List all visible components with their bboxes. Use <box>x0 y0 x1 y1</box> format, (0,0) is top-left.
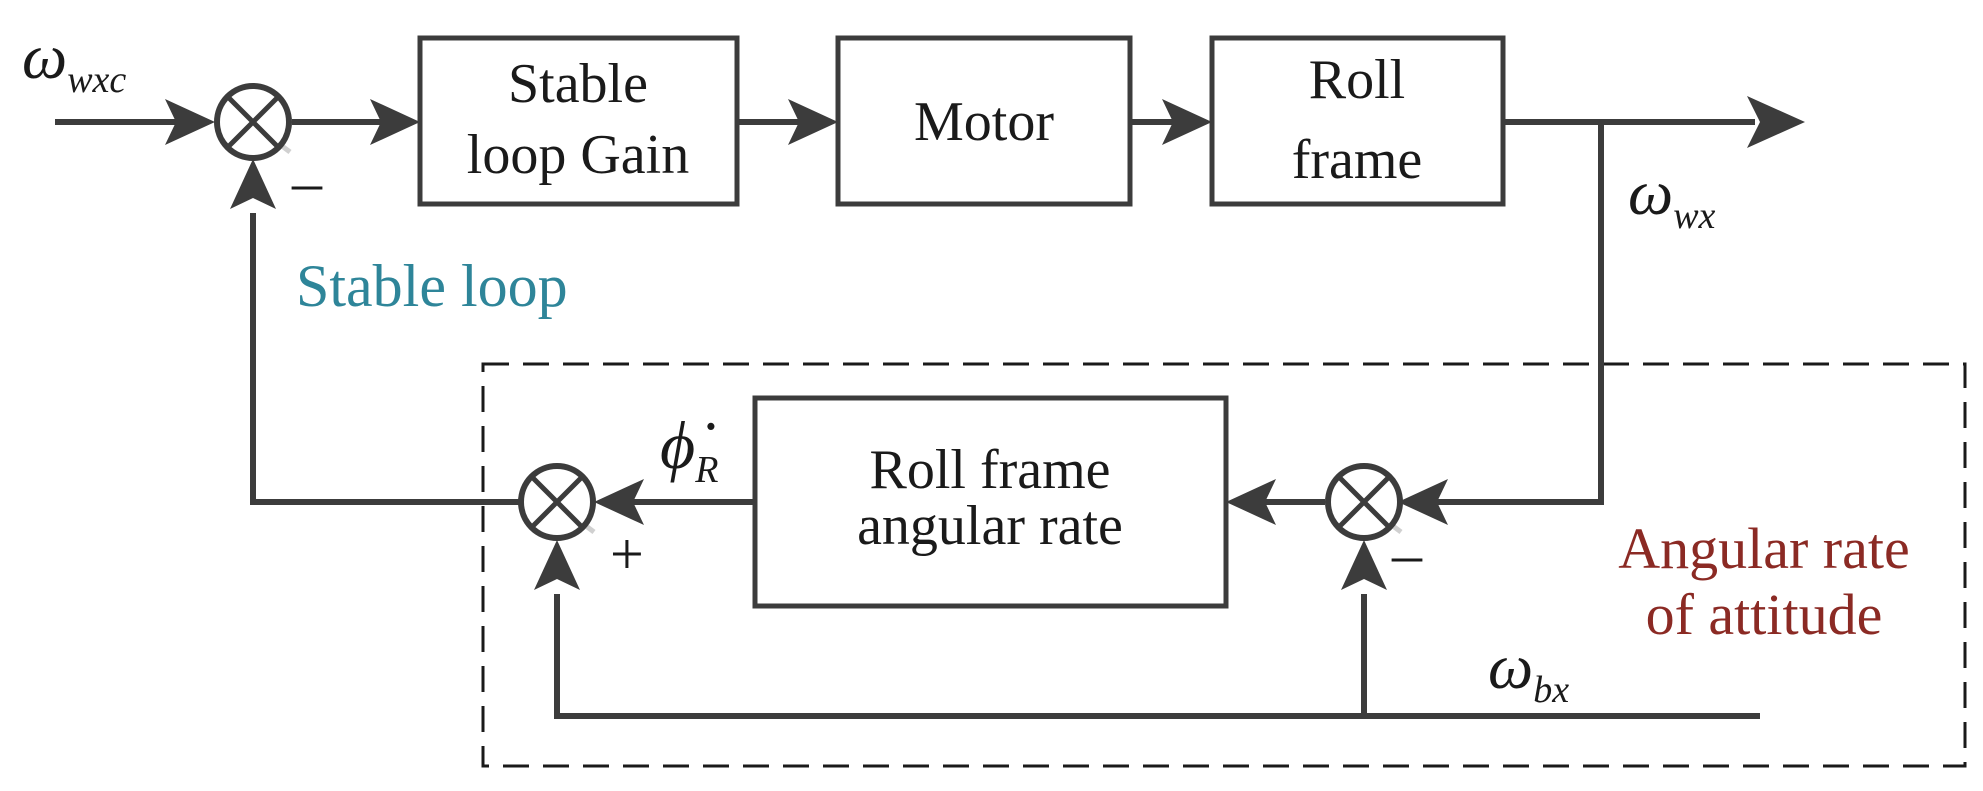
arrow-into-sum1 <box>165 99 215 145</box>
stable-feedback-wire <box>250 213 520 505</box>
arrow-into-sum3-right <box>1398 479 1448 525</box>
arrow-into-gain <box>370 99 420 145</box>
roll-rate-label-line1: Roll frame <box>869 439 1110 501</box>
arrow-into-sum1-bottom <box>230 159 276 209</box>
phi-dot-signal-label: ϕ̇R <box>660 407 718 491</box>
roll-rate-label-line2: angular rate <box>857 495 1123 557</box>
feedback-down-wire <box>1436 122 1604 505</box>
output-signal-label: ωwx <box>1628 157 1716 237</box>
stable-gain-label-line2: loop Gain <box>467 124 689 186</box>
input-signal-label: ωwxc <box>22 21 126 101</box>
attitude-loop-boundary <box>481 362 1967 768</box>
motor-label: Motor <box>914 91 1054 153</box>
base-rate-signal-label: ωbx <box>1488 631 1569 711</box>
arrow-into-sum2-right <box>594 479 644 525</box>
sum1-minus-sign: – <box>291 149 323 215</box>
stable-loop-caption: Stable loop <box>296 253 568 319</box>
arrow-into-rate <box>1226 479 1276 525</box>
summing-junction-1 <box>214 83 292 161</box>
roll-frame-angular-rate-block: Roll frame angular rate <box>752 395 1229 609</box>
sum3-minus-sign: – <box>1391 521 1423 587</box>
motor-block: Motor <box>835 35 1133 207</box>
stable-loop-gain-block: Stable loop Gain <box>417 35 740 207</box>
roll-frame-block: Roll frame <box>1209 35 1506 207</box>
base-rate-wire <box>554 594 1760 719</box>
roll-frame-label-line1: Roll <box>1309 49 1405 111</box>
summing-junction-2 <box>518 463 596 541</box>
stable-gain-label-line1: Stable <box>508 53 648 115</box>
arrow-into-sum2-bottom <box>534 540 580 590</box>
arrow-into-motor <box>788 99 838 145</box>
arrow-output <box>1747 96 1805 148</box>
sum2-plus-sign: + <box>610 521 644 587</box>
roll-frame-label-line2: frame <box>1292 129 1423 191</box>
attitude-caption-line2: of attitude <box>1646 582 1883 647</box>
attitude-caption-line1: Angular rate <box>1618 516 1909 581</box>
arrow-into-roll <box>1162 99 1212 145</box>
arrow-into-sum3-bottom <box>1341 540 1387 590</box>
summing-junction-3 <box>1325 463 1403 541</box>
